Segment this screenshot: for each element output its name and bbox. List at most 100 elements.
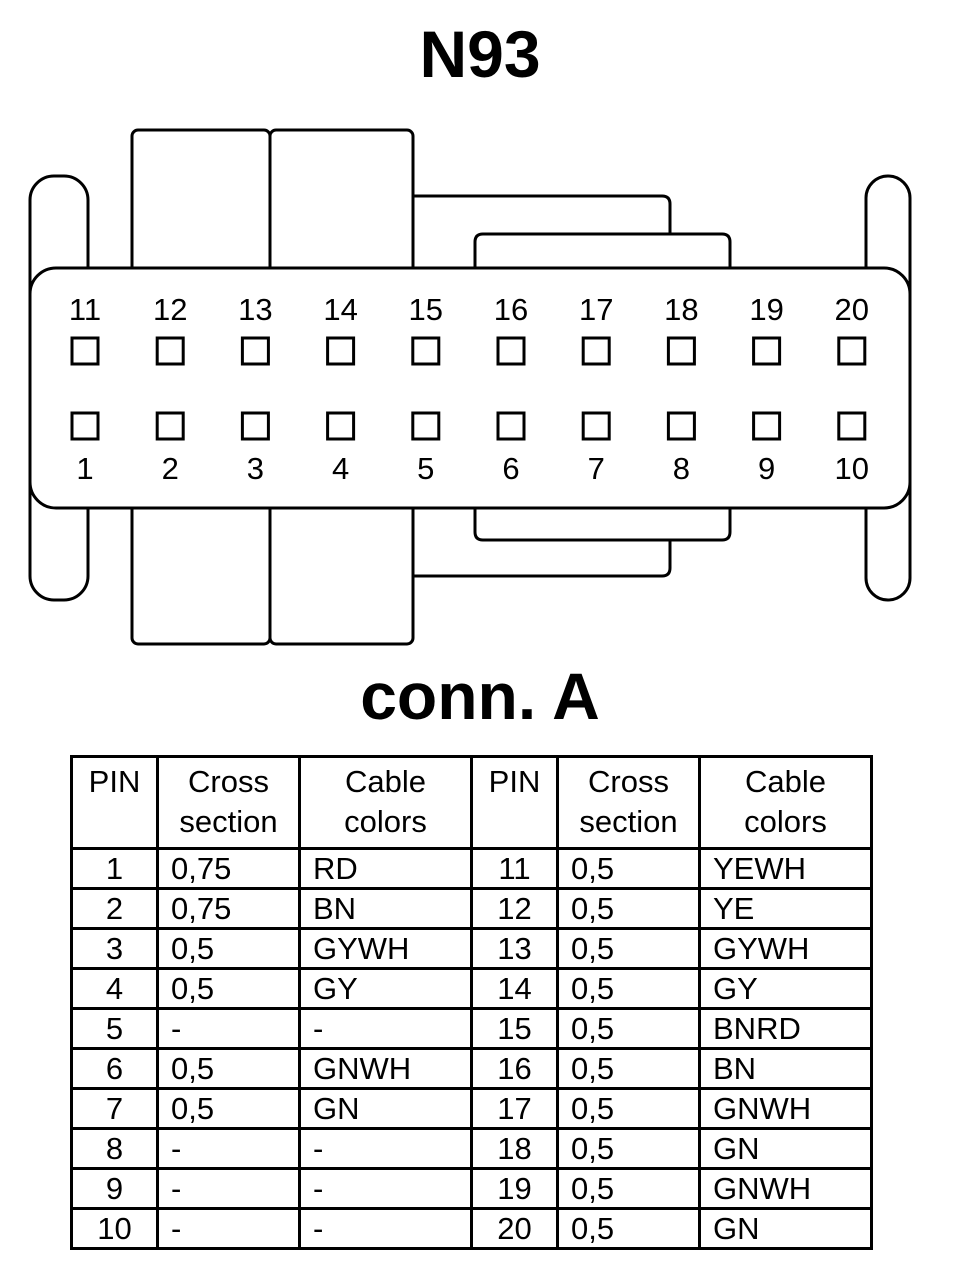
- cable-color-cell: RD: [298, 847, 473, 890]
- pin-number: 3: [247, 451, 264, 486]
- cross-section-cell: -: [156, 1207, 301, 1250]
- pin-cavity: [581, 411, 611, 441]
- cable-color-cell: GN: [698, 1207, 873, 1250]
- pin-cavity: [496, 411, 526, 441]
- pin-cavity: [496, 336, 526, 366]
- cross-section-cell: 0,5: [556, 847, 701, 890]
- cable-color-cell: GYWH: [698, 927, 873, 970]
- pin-number: 2: [162, 451, 179, 486]
- pin-cavity: [666, 336, 696, 366]
- pin-number: 14: [323, 292, 357, 327]
- cable-color-cell: -: [298, 1007, 473, 1050]
- pin-cavity: [752, 411, 782, 441]
- cable-color-cell: YE: [698, 887, 873, 930]
- pin-number: 8: [673, 451, 690, 486]
- pin-number: 10: [835, 451, 869, 486]
- pin-number: 9: [758, 451, 775, 486]
- pin-number: 5: [417, 451, 434, 486]
- cable-color-cell: GNWH: [698, 1167, 873, 1210]
- cable-color-cell: YEWH: [698, 847, 873, 890]
- cable-color-cell: GY: [698, 967, 873, 1010]
- cross-section-cell: 0,75: [156, 847, 301, 890]
- cable-color-cell: GNWH: [698, 1087, 873, 1130]
- cross-section-cell: -: [156, 1167, 301, 1210]
- pin-cavity: [326, 336, 356, 366]
- pin-number: 20: [835, 292, 869, 327]
- pin-cavity: [155, 411, 185, 441]
- cross-section-cell: 0,5: [556, 1167, 701, 1210]
- pin-cell: 7: [70, 1087, 159, 1130]
- cross-section-cell: 0,5: [156, 1087, 301, 1130]
- cross-section-cell: 0,5: [556, 967, 701, 1010]
- pin-number: 7: [588, 451, 605, 486]
- cable-color-cell: GN: [298, 1087, 473, 1130]
- header-pin: PIN: [470, 755, 559, 850]
- pin-number: 16: [494, 292, 528, 327]
- top-tab-left: [130, 128, 272, 282]
- pin-cavity: [240, 411, 270, 441]
- pin-cavity: [240, 336, 270, 366]
- pin-cell: 20: [470, 1207, 559, 1250]
- pin-cavity: [837, 336, 867, 366]
- cable-color-cell: -: [298, 1207, 473, 1250]
- cable-color-cell: GNWH: [298, 1047, 473, 1090]
- pin-number: 13: [238, 292, 272, 327]
- pin-cell: 14: [470, 967, 559, 1010]
- cable-color-cell: GY: [298, 967, 473, 1010]
- cable-color-cell: -: [298, 1127, 473, 1170]
- pin-number: 12: [153, 292, 187, 327]
- pin-number: 11: [69, 292, 101, 327]
- pin-cell: 9: [70, 1167, 159, 1210]
- pin-cell: 2: [70, 887, 159, 930]
- cable-color-cell: GYWH: [298, 927, 473, 970]
- pin-cell: 13: [470, 927, 559, 970]
- bottom-ridge-inner: [473, 500, 732, 542]
- cross-section-cell: 0,75: [156, 887, 301, 930]
- pin-cell: 10: [70, 1207, 159, 1250]
- pin-number: 18: [664, 292, 698, 327]
- bottom-tab-left: [130, 490, 272, 646]
- cable-color-cell: BN: [298, 887, 473, 930]
- pin-number: 15: [409, 292, 443, 327]
- top-ridge-inner: [473, 232, 732, 270]
- pin-number: 1: [76, 451, 93, 486]
- top-tab-right: [268, 128, 415, 282]
- pin-number: 17: [579, 292, 613, 327]
- bottom-tab-right: [268, 490, 415, 646]
- pin-cell: 6: [70, 1047, 159, 1090]
- pin-cell: 8: [70, 1127, 159, 1170]
- pin-cell: 12: [470, 887, 559, 930]
- pin-cell: 4: [70, 967, 159, 1010]
- cross-section-cell: 0,5: [156, 967, 301, 1010]
- cross-section-cell: 0,5: [156, 1047, 301, 1090]
- pin-number: 19: [749, 292, 783, 327]
- pin-cell: 19: [470, 1167, 559, 1210]
- pin-cell: 17: [470, 1087, 559, 1130]
- pin-cell: 18: [470, 1127, 559, 1170]
- pin-cavity: [837, 411, 867, 441]
- cross-section-cell: 0,5: [556, 887, 701, 930]
- cross-section-cell: -: [156, 1007, 301, 1050]
- connector-subtitle: conn. A: [360, 659, 600, 733]
- pin-cavity: [411, 336, 441, 366]
- pin-cavity: [70, 336, 100, 366]
- pin-cavity: [581, 336, 611, 366]
- pin-number: 4: [332, 451, 349, 486]
- cross-section-cell: 0,5: [556, 1087, 701, 1130]
- cross-section-cell: 0,5: [556, 927, 701, 970]
- cross-section-cell: 0,5: [556, 1207, 701, 1250]
- pin-cavity: [326, 411, 356, 441]
